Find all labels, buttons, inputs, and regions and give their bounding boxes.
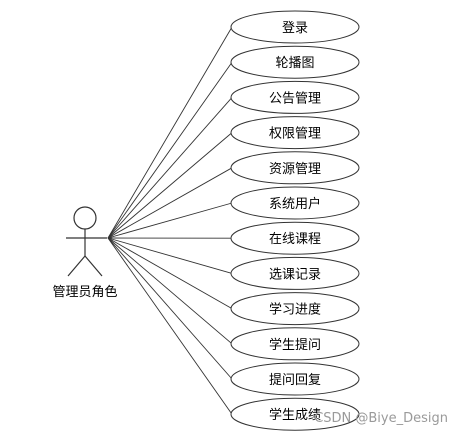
use-case-ellipse — [230, 256, 360, 290]
use-case-label: 登录 — [282, 21, 308, 36]
use-case-ellipse — [230, 292, 360, 326]
use-case: 在线课程 — [230, 221, 360, 255]
use-case-ellipse — [230, 397, 360, 431]
association-line — [107, 237, 233, 380]
use-case: 登录 — [230, 10, 360, 44]
use-case: 资源管理 — [230, 151, 360, 185]
association-line — [107, 132, 233, 239]
association-line — [107, 61, 233, 239]
use-case: 学生成绩 — [230, 397, 360, 431]
association-line — [107, 202, 233, 239]
use-case-ellipse — [230, 151, 360, 185]
association-line — [107, 237, 233, 274]
association-line — [107, 237, 233, 415]
association-line — [107, 237, 233, 309]
association-lines — [107, 26, 233, 415]
use-case: 学生提问 — [230, 327, 360, 361]
use-case: 选课记录 — [230, 256, 360, 290]
use-case-label: 学生成绩 — [269, 407, 321, 423]
use-case-label: 学习进度 — [269, 302, 321, 318]
use-case: 系统用户 — [230, 186, 360, 220]
actor-figure: 管理员角色 — [52, 206, 118, 300]
use-case: 学习进度 — [230, 292, 360, 326]
use-case-ellipse — [230, 10, 360, 44]
use-case-label: 系统用户 — [269, 196, 321, 212]
association-line — [107, 237, 233, 345]
use-case: 权限管理 — [230, 116, 360, 150]
actor-left-leg — [67, 255, 86, 277]
use-case-label: 公告管理 — [269, 91, 321, 106]
use-case-ellipse — [230, 116, 360, 150]
use-case-ellipse — [230, 80, 360, 114]
use-case-label: 轮播图 — [275, 56, 314, 71]
association-line — [107, 97, 233, 239]
use-case-ellipse — [230, 221, 360, 255]
use-case-list: 登录轮播图公告管理权限管理资源管理系统用户在线课程选课记录学习进度学生提问提问回… — [230, 10, 360, 431]
use-case-label: 学生提问 — [269, 337, 321, 353]
use-case: 轮播图 — [230, 45, 360, 79]
actor-label: 管理员角色 — [52, 284, 117, 300]
watermark-text: CSDN @Biye_Design — [314, 411, 448, 426]
association-line — [107, 26, 233, 239]
use-case-ellipse — [230, 362, 360, 396]
use-case-ellipse — [230, 45, 360, 79]
use-case-label: 资源管理 — [269, 162, 321, 177]
use-case-label: 权限管理 — [269, 126, 321, 142]
association-line — [107, 167, 233, 239]
use-case-ellipse — [230, 186, 360, 220]
use-case: 公告管理 — [230, 80, 360, 114]
use-case: 提问回复 — [230, 362, 360, 396]
actor-right-leg — [84, 255, 103, 277]
use-case-label: 提问回复 — [269, 372, 321, 388]
actor-head — [73, 206, 97, 230]
use-case-label: 选课记录 — [269, 267, 321, 282]
use-case-label: 在线课程 — [269, 232, 321, 247]
use-case-ellipse — [230, 327, 360, 361]
